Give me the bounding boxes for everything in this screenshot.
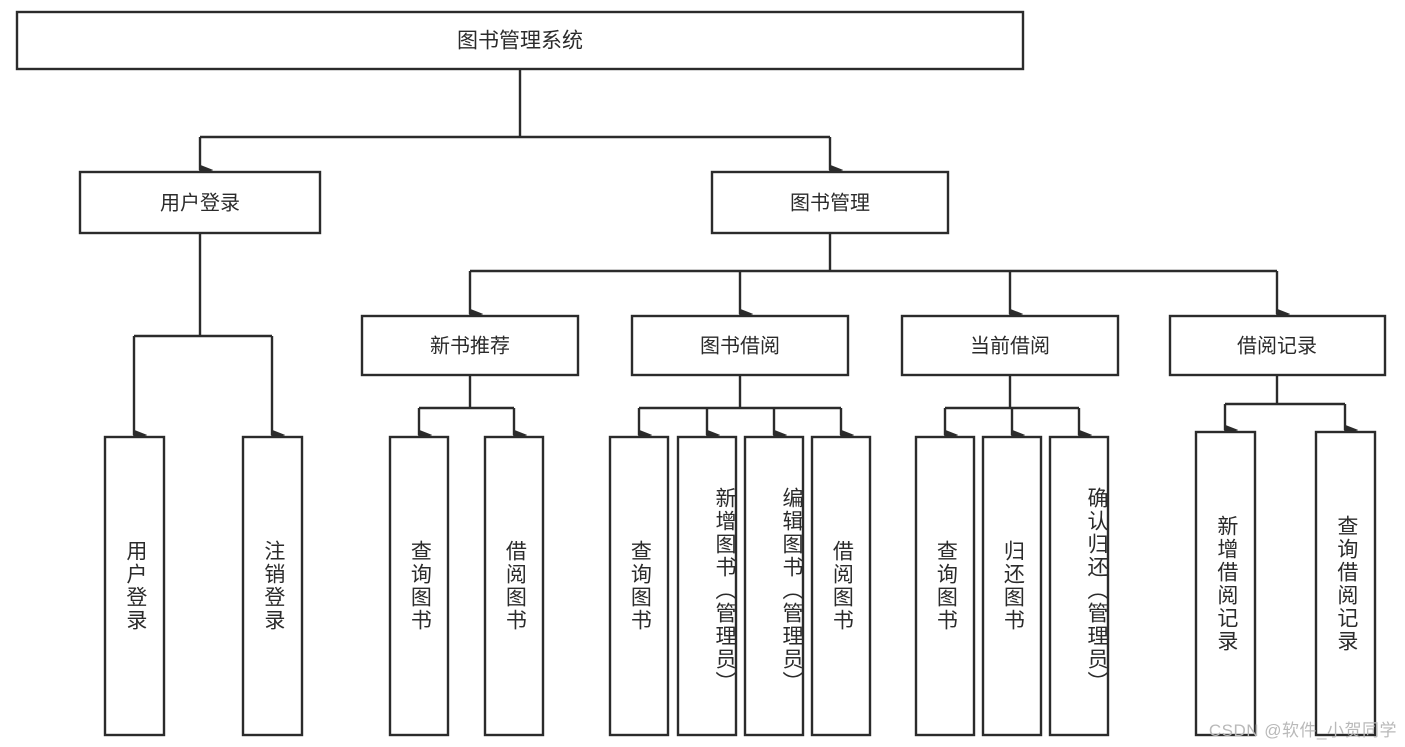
label-cur-query-book: 查询图书 (934, 540, 958, 632)
node-borrow-record[interactable] (1168, 314, 1387, 377)
node-leaf-user-login[interactable] (103, 435, 166, 737)
label-borrow-borrow-book: 借阅图书 (830, 540, 854, 632)
label-borrow-edit-book: 编辑图书（管理员） (780, 486, 803, 694)
node-leaf-logout[interactable] (241, 435, 304, 737)
label-rec-query-book: 查询图书 (408, 540, 432, 632)
label-borrow-add-book: 新增图书（管理员） (713, 486, 736, 694)
node-current-borrow[interactable] (900, 314, 1120, 377)
node-root[interactable] (15, 10, 1025, 71)
label-cur-confirm-return: 确认归还（管理员） (1085, 486, 1108, 694)
watermark-text: CSDN @软件_小贺同学 (1208, 721, 1397, 740)
node-rec-query-record[interactable] (1314, 430, 1377, 737)
label-rec-borrow-book: 借阅图书 (503, 540, 527, 632)
nodes-layer (15, 10, 1387, 737)
label-rec-add-record: 新增借阅记录 (1214, 514, 1238, 653)
node-borrow-edit-book[interactable] (743, 435, 805, 737)
label-root: 图书管理系统 (457, 30, 583, 53)
node-rec-query-book[interactable] (388, 435, 450, 737)
node-book-manage[interactable] (710, 170, 950, 235)
node-borrow-query-book[interactable] (608, 435, 670, 737)
edges-layer (132, 69, 1359, 441)
node-cur-return-book[interactable] (981, 435, 1043, 737)
node-new-book-rec[interactable] (360, 314, 580, 377)
label-user-login: 用户登录 (160, 191, 240, 214)
label-cur-return-book: 归还图书 (1001, 540, 1025, 632)
node-rec-borrow-book[interactable] (483, 435, 545, 737)
node-user-login[interactable] (78, 170, 322, 235)
label-new-book-rec: 新书推荐 (430, 334, 510, 357)
node-book-borrow[interactable] (630, 314, 850, 377)
label-leaf-user-login: 用户登录 (123, 540, 147, 632)
label-book-borrow: 图书借阅 (700, 334, 780, 357)
label-current-borrow: 当前借阅 (970, 334, 1050, 357)
label-borrow-record: 借阅记录 (1237, 334, 1317, 357)
node-cur-query-book[interactable] (914, 435, 976, 737)
node-rec-add-record[interactable] (1194, 430, 1257, 737)
label-book-manage: 图书管理 (790, 191, 870, 214)
node-borrow-borrow-book[interactable] (810, 435, 872, 737)
label-leaf-logout: 注销登录 (261, 540, 285, 632)
horizontal-labels-layer: 图书管理系统 用户登录 图书管理 新书推荐 图书借阅 当前借阅 借阅记录 (160, 30, 1317, 358)
label-borrow-query-book: 查询图书 (628, 540, 652, 632)
label-rec-query-record: 查询借阅记录 (1334, 514, 1358, 653)
node-borrow-add-book[interactable] (676, 435, 738, 737)
node-cur-confirm-return[interactable] (1048, 435, 1110, 737)
